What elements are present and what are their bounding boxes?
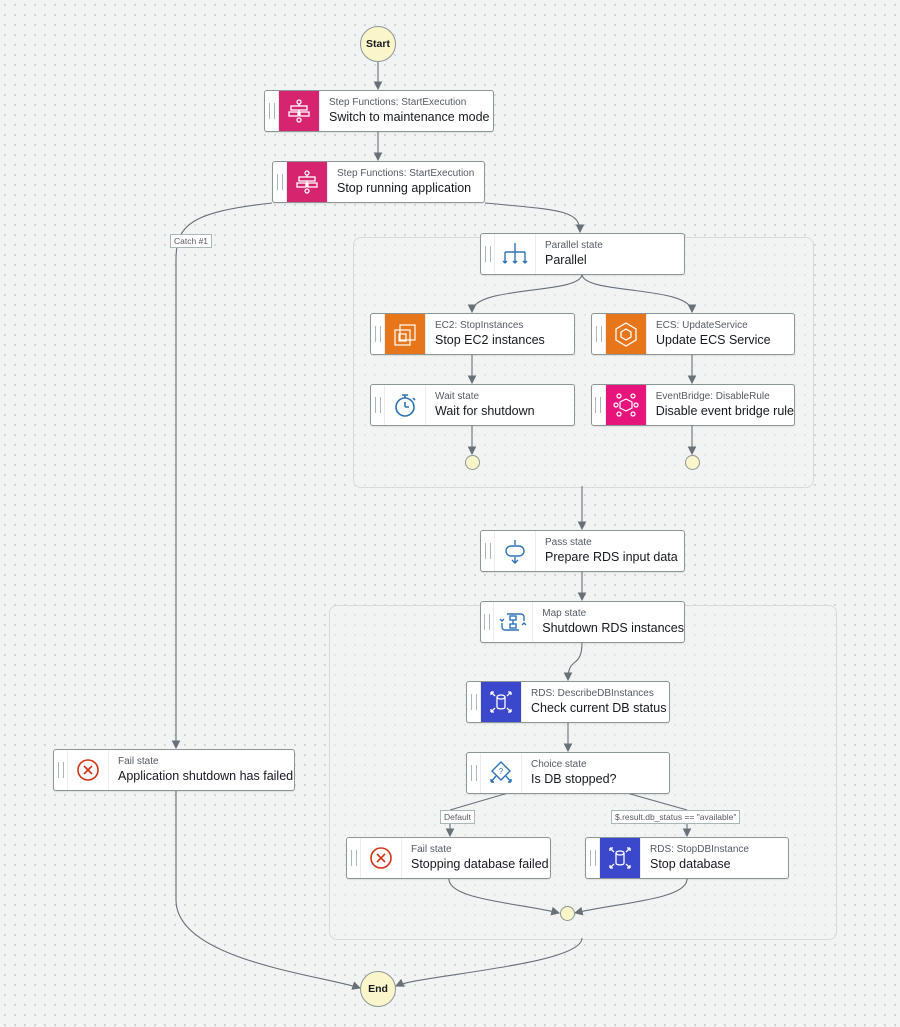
edge [394,937,583,987]
state-node-rdsd[interactable]: RDS: DescribeDBInstances Check current D… [466,681,670,723]
edge [450,792,509,836]
state-type: Parallel state [545,240,603,251]
state-title: Is DB stopped? [531,772,617,786]
drag-handle[interactable] [265,91,279,131]
svg-text:?: ? [499,767,504,776]
ec2-icon [385,314,426,354]
state-node-par[interactable]: Parallel state Parallel [480,233,685,275]
state-type: EC2: StopInstances [435,320,524,331]
state-type: Pass state [545,537,592,548]
fail-icon [361,838,402,878]
edge [484,202,585,234]
drag-handle[interactable] [371,314,385,354]
state-node-ecs[interactable]: ECS: UpdateService Update ECS Service [591,313,795,355]
state-node-stopdb[interactable]: RDS: StopDBInstance Stop database [585,837,789,879]
branch-end-node [685,455,700,470]
start-label: Start [366,38,390,50]
map-end-node [560,906,575,921]
edge [171,202,273,750]
state-type: Fail state [118,756,159,767]
state-node-wait[interactable]: Wait state Wait for shutdown [370,384,575,426]
drag-handle[interactable] [592,385,606,425]
default-label: Default [440,810,475,824]
timer-icon [385,385,426,425]
state-type: Wait state [435,391,480,402]
edge [467,273,583,314]
state-node-ec2[interactable]: EC2: StopInstances Stop EC2 instances [370,313,575,355]
end-label: End [368,983,388,995]
drag-handle[interactable] [592,314,606,354]
choice-icon: ? [481,753,522,793]
state-title: Prepare RDS input data [545,550,678,564]
step-functions-icon [287,162,328,202]
step-functions-icon [279,91,320,131]
map-icon [494,602,534,642]
drag-handle[interactable] [54,750,68,790]
state-title: Stop running application [337,181,472,195]
branch-end-node [465,455,480,470]
edge [573,878,688,916]
edge [448,878,561,916]
rds-icon [481,682,522,722]
pass-icon [495,531,536,571]
state-title: Parallel [545,253,587,267]
state-title: Check current DB status [531,701,667,715]
state-title: Stop EC2 instances [435,333,545,347]
state-type: Step Functions: StartExecution [337,168,475,179]
state-node-n1[interactable]: Step Functions: StartExecution Switch to… [264,90,494,132]
eventbridge-icon [605,385,647,425]
state-title: Switch to maintenance mode [329,110,490,124]
state-type: Choice state [531,759,587,770]
drag-handle[interactable] [467,682,481,722]
state-title: Application shutdown has failed [118,769,294,783]
drag-handle[interactable] [481,602,495,642]
drag-handle[interactable] [481,531,495,571]
end-node[interactable]: End [360,971,396,1007]
state-node-choice[interactable]: ? Choice state Is DB stopped? [466,752,670,794]
parallel-group [353,237,814,488]
state-node-eb[interactable]: EventBridge: DisableRule Disable event b… [591,384,795,426]
state-type: EventBridge: DisableRule [655,391,770,402]
drag-handle[interactable] [273,162,287,202]
state-type: ECS: UpdateService [656,320,748,331]
start-node[interactable]: Start [360,26,396,62]
edge [563,641,583,682]
state-type: Map state [542,608,587,619]
edge [175,790,362,990]
drag-handle[interactable] [347,838,361,878]
state-node-faildb[interactable]: Fail state Stopping database failed [346,837,551,879]
state-type: RDS: DescribeDBInstances [531,688,654,699]
ecs-icon [606,314,647,354]
state-title: Disable event bridge rule [655,404,794,418]
drag-handle[interactable] [467,753,481,793]
parallel-icon [495,234,536,274]
state-type: Step Functions: StartExecution [329,97,467,108]
state-title: Update ECS Service [656,333,771,347]
state-node-pass[interactable]: Pass state Prepare RDS input data [480,530,685,572]
catch-label: Catch #1 [170,234,213,248]
condition-label: $.result.db_status == "available" [611,810,741,824]
state-title: Shutdown RDS instances [542,621,684,635]
edge [581,273,697,314]
state-node-n2[interactable]: Step Functions: StartExecution Stop runn… [272,161,485,203]
state-title: Stopping database failed [411,857,549,871]
state-node-map[interactable]: Map state Shutdown RDS instances [480,601,685,643]
drag-handle[interactable] [481,234,495,274]
fail-icon [68,750,109,790]
state-title: Stop database [650,857,731,871]
state-type: Fail state [411,844,452,855]
rds-icon [600,838,641,878]
drag-handle[interactable] [586,838,600,878]
state-node-failapp[interactable]: Fail state Application shutdown has fail… [53,749,295,791]
state-type: RDS: StopDBInstance [650,844,749,855]
drag-handle[interactable] [371,385,385,425]
state-title: Wait for shutdown [435,404,535,418]
edge [626,792,687,836]
